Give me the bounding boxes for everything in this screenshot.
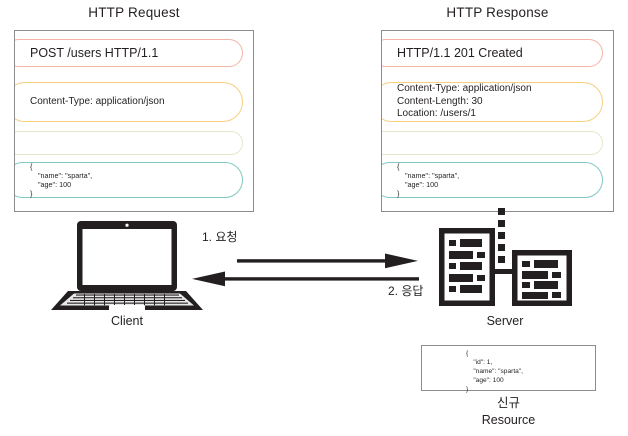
- request-body-text: { "name": "sparta", "age": 100 }: [30, 161, 93, 199]
- request-headers-text: Content-Type: application/json: [30, 95, 165, 107]
- request-panel-title: HTTP Request: [88, 5, 180, 20]
- response-status-line-text: HTTP/1.1 201 Created: [397, 46, 523, 60]
- request-body-pill: { "name": "sparta", "age": 100 }: [15, 161, 243, 199]
- response-headers-pill: Content-Type: application/json Content-L…: [382, 82, 603, 122]
- flow-arrows: [192, 253, 419, 287]
- request-start-line-text: POST /users HTTP/1.1: [30, 46, 159, 60]
- response-blank-line-pill: [382, 131, 603, 155]
- server-connector-dots: [486, 208, 517, 274]
- request-arrow: [237, 253, 418, 269]
- server-secondary: [512, 250, 572, 306]
- response-status-line-pill: HTTP/1.1 201 Created: [382, 39, 603, 67]
- laptop-icon: [51, 221, 203, 312]
- response-arrow: [192, 271, 419, 287]
- request-start-line-pill: POST /users HTTP/1.1: [15, 39, 243, 67]
- server-icon: [439, 208, 572, 306]
- request-arrow-label: 1. 요청: [202, 230, 238, 244]
- new-resource-box: { "id": 1, "name": "sparta", "age": 100 …: [421, 345, 596, 393]
- response-body-pill: { "name": "sparta", "age": 100 }: [382, 161, 603, 199]
- request-blank-line-pill: [15, 131, 243, 155]
- server-primary: [439, 228, 495, 306]
- server-label: Server: [486, 314, 524, 328]
- http-request-panel: POST /users HTTP/1.1 Content-Type: appli…: [14, 30, 254, 212]
- new-resource-caption: 신규 Resource: [481, 396, 536, 427]
- response-headers-text: Content-Type: application/json Content-L…: [397, 82, 532, 120]
- client-label: Client: [111, 314, 143, 328]
- new-resource-json: { "id": 1, "name": "sparta", "age": 100 …: [466, 350, 524, 393]
- response-body-text: { "name": "sparta", "age": 100 }: [397, 161, 460, 199]
- request-headers-pill: Content-Type: application/json: [15, 82, 243, 122]
- response-panel-title: HTTP Response: [446, 5, 549, 20]
- response-arrow-label: 2. 응답: [388, 284, 424, 298]
- http-response-panel: HTTP/1.1 201 Created Content-Type: appli…: [381, 30, 614, 212]
